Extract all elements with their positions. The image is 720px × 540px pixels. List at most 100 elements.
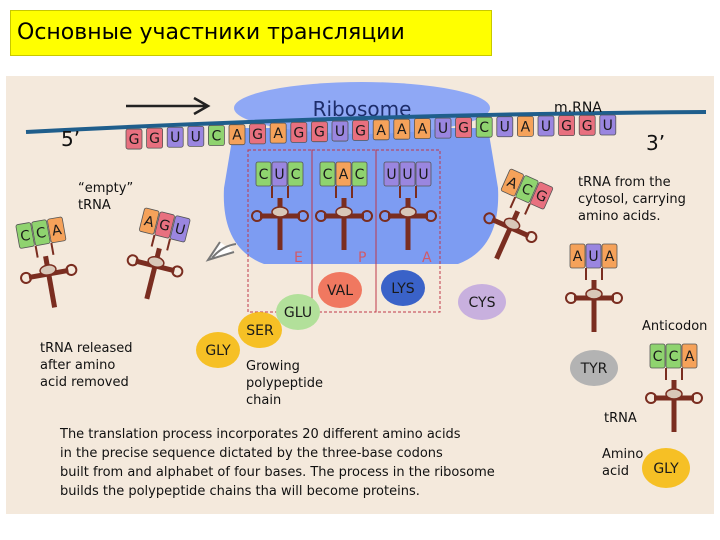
base-letter: U xyxy=(402,167,412,183)
amino-acid-shape xyxy=(196,332,240,368)
base-letter: U xyxy=(541,119,551,135)
trna-stem xyxy=(150,234,172,251)
anticodon-base: A xyxy=(47,216,67,244)
base-block xyxy=(578,114,596,136)
site-label-P: P xyxy=(358,250,366,266)
anticodon-base: A xyxy=(500,168,524,197)
trna-core xyxy=(585,288,603,300)
base-block xyxy=(665,343,682,369)
mrna-base: U xyxy=(537,115,555,137)
slide-title: Основные участники трансляции xyxy=(10,10,492,56)
mrna-base: G xyxy=(125,128,143,150)
anticodon-base: C xyxy=(255,161,272,187)
base-block xyxy=(47,216,67,244)
peptide-ser: SER xyxy=(238,312,282,348)
trna-stem xyxy=(665,368,683,380)
mrna-base: G xyxy=(558,115,575,137)
amino-acid-shape xyxy=(642,448,690,488)
mrna-base: A xyxy=(413,118,431,140)
base-letter: A xyxy=(521,119,531,135)
base-letter: A xyxy=(376,123,386,139)
base-block xyxy=(187,125,205,147)
mrna-base: U xyxy=(166,126,184,148)
base-block xyxy=(515,175,539,203)
base-block xyxy=(228,124,246,146)
base-block xyxy=(434,117,452,139)
mrna-base: U xyxy=(434,117,452,139)
trna-stem xyxy=(335,186,353,198)
base-letter: C xyxy=(35,225,48,242)
anticodon-base: G xyxy=(530,181,554,210)
base-block xyxy=(170,215,191,243)
anticodon-base: C xyxy=(319,161,336,187)
base-letter: C xyxy=(669,349,679,365)
base-block xyxy=(649,343,666,369)
amino-acid-text: GLY xyxy=(205,343,231,359)
base-letter: A xyxy=(397,122,407,138)
base-letter: A xyxy=(685,349,695,365)
base-block xyxy=(31,219,51,246)
trna-core xyxy=(665,388,683,400)
anticodon-base: U xyxy=(383,161,400,187)
mrna-base: U xyxy=(331,120,349,142)
anticodon-base: U xyxy=(399,161,416,187)
base-letter: U xyxy=(274,167,284,183)
trna-loop xyxy=(645,392,657,404)
anticodon-base: U xyxy=(170,215,191,243)
base-block xyxy=(290,122,308,143)
base-block xyxy=(255,161,272,187)
anticodon-base: A xyxy=(601,243,618,269)
trna-cytosol-label: tRNA from the cytosol, carrying amino ac… xyxy=(578,175,686,224)
base-letter: A xyxy=(605,249,615,265)
base-letter: G xyxy=(157,217,171,235)
trna-loop xyxy=(611,292,623,304)
base-letter: G xyxy=(129,132,140,148)
amino-acid-label: Amino acid xyxy=(602,447,643,479)
trna-core xyxy=(399,206,417,218)
base-block xyxy=(166,126,184,148)
amino-acid-shape xyxy=(238,312,282,348)
base-block xyxy=(125,128,143,150)
base-block xyxy=(207,125,225,146)
base-letter: U xyxy=(500,120,510,136)
mrna-base: G xyxy=(310,121,328,143)
base-block xyxy=(681,343,698,369)
base-block xyxy=(139,207,160,235)
trna-loop xyxy=(525,231,538,244)
base-block xyxy=(154,211,175,239)
amino-acid-text: TYR xyxy=(580,361,608,377)
anticodon-base: C xyxy=(649,343,666,369)
amino-acid-text: SER xyxy=(246,323,274,339)
released-label-line: after amino xyxy=(40,358,115,373)
trna-loop xyxy=(425,210,437,222)
amino-acid-cys: CYS xyxy=(458,284,506,320)
base-letter: C xyxy=(479,120,489,136)
anticodon-base: U xyxy=(271,161,288,187)
base-letter: A xyxy=(573,249,583,265)
base-letter: A xyxy=(273,126,283,142)
trna-core xyxy=(271,206,289,218)
amino-acid-label-line: Amino xyxy=(602,447,643,462)
anticodon-base: C xyxy=(287,161,304,187)
base-letter: A xyxy=(142,213,156,231)
released-label-line: tRNA released xyxy=(40,341,133,356)
amino-acid-shape xyxy=(318,272,362,308)
amino-acid-text: VAL xyxy=(327,283,353,299)
anticodon-base: A xyxy=(681,343,698,369)
base-block xyxy=(399,161,416,187)
released-label: tRNA released after amino acid removed xyxy=(40,341,133,390)
base-letter: G xyxy=(293,125,304,141)
base-block xyxy=(415,161,432,187)
site-label-A: A xyxy=(422,250,432,266)
caption-line: builds the polypeptide chains tha will b… xyxy=(60,484,420,499)
base-letter: U xyxy=(170,130,180,146)
trna-loop xyxy=(251,210,263,222)
mrna-base: G xyxy=(455,117,473,139)
mrna-base: U xyxy=(496,116,514,138)
mrna-label: m.RNA xyxy=(554,100,602,116)
peptide-lys: LYS xyxy=(381,270,425,306)
